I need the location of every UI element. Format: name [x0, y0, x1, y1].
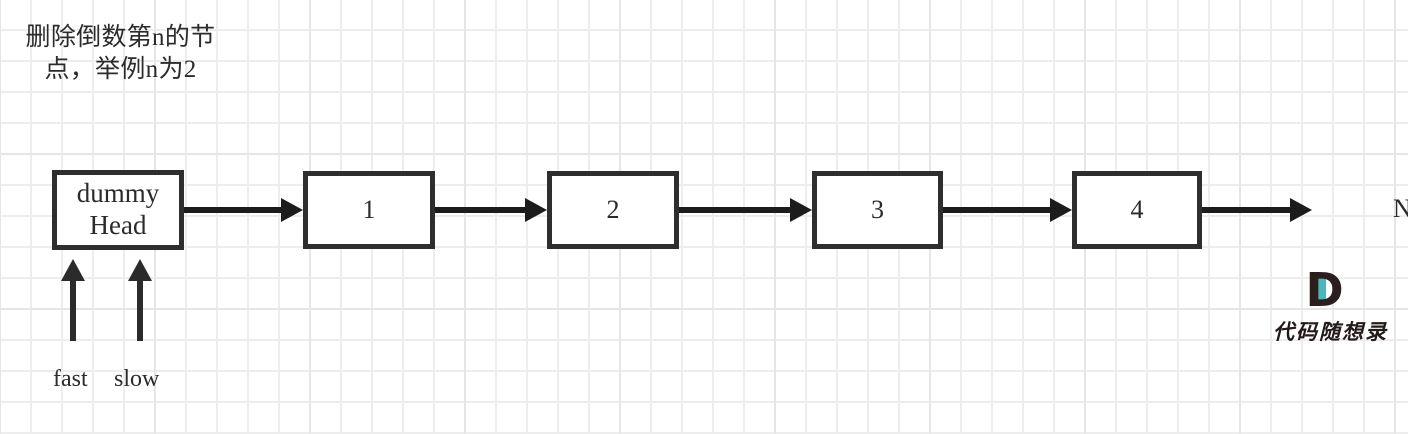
link-arrow-3-to-4: [943, 198, 1072, 222]
arrow-shaft: [679, 207, 792, 213]
arrow-shaft: [1202, 207, 1292, 213]
node-4: 4: [1072, 171, 1202, 249]
arrow-head-icon: [790, 198, 812, 222]
arrow-head-icon: [1290, 198, 1312, 222]
watermark-accent-bar: [1312, 277, 1326, 304]
node-label: dummy Head: [76, 178, 160, 240]
link-arrow-1-to-2: [435, 198, 547, 222]
link-arrow-4-to-null: [1202, 198, 1312, 222]
tail-null-label: N: [1393, 194, 1408, 223]
pointer-label-slow: slow: [114, 366, 160, 392]
diagram-caption: 删除倒数第n的节 点，举例n为2: [25, 24, 216, 83]
arrow-head-icon: [128, 259, 152, 281]
pointer-arrow-fast: [61, 259, 85, 341]
arrow-head-icon: [1050, 198, 1072, 222]
link-arrow-2-to-3: [679, 198, 812, 222]
node-label: 4: [1130, 194, 1144, 224]
arrow-head-icon: [525, 198, 547, 222]
arrow-shaft: [70, 273, 76, 341]
arrow-shaft: [137, 273, 143, 341]
pointer-label-fast: fast: [53, 366, 88, 392]
pointer-arrow-slow: [128, 259, 152, 341]
watermark-text: 代码随想录: [1273, 320, 1388, 344]
node-2: 2: [547, 171, 679, 249]
arrow-shaft: [184, 207, 283, 213]
watermark-logo-icon: D: [1305, 263, 1356, 317]
node-label: 2: [606, 194, 620, 224]
node-label: 1: [362, 194, 376, 224]
watermark-logo-letter: D: [1305, 263, 1344, 317]
arrow-head-icon: [61, 259, 85, 281]
link-arrow-dummy-to-1: [184, 198, 303, 222]
arrow-shaft: [435, 207, 527, 213]
node-dummy-head: dummy Head: [52, 170, 184, 250]
node-1: 1: [303, 171, 435, 249]
node-label: 3: [871, 194, 884, 224]
arrow-head-icon: [281, 198, 303, 222]
watermark: D 代码随想录: [1258, 263, 1403, 346]
arrow-shaft: [943, 207, 1052, 213]
node-3: 3: [812, 171, 943, 249]
